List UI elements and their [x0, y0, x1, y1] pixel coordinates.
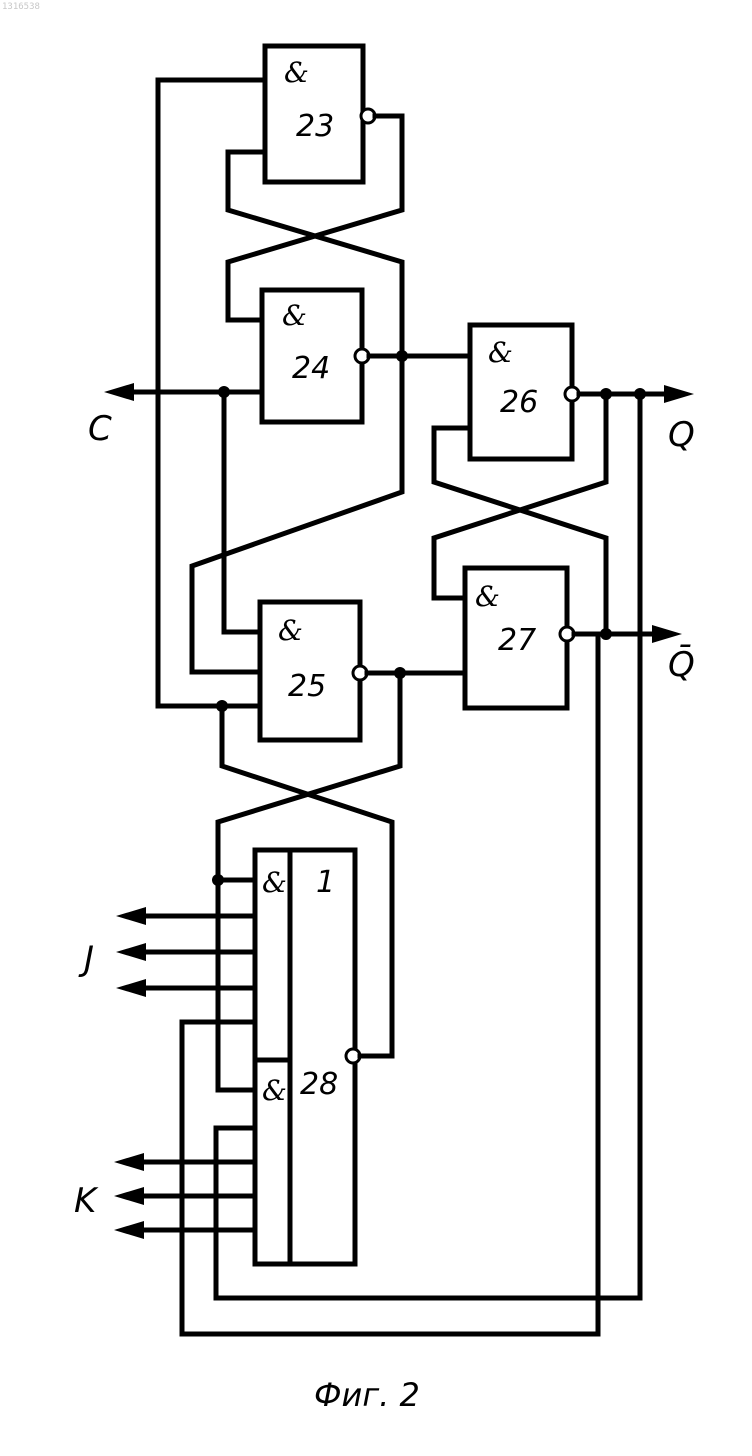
c-arrow — [104, 383, 134, 401]
gate-28-and-upper: & — [262, 866, 287, 899]
gate-25: & 25 — [260, 602, 367, 740]
gate-24-number: 24 — [292, 351, 330, 386]
arrowheads — [104, 383, 694, 1239]
q-bar-arrow — [652, 625, 682, 643]
gate-27: & 27 — [465, 568, 574, 708]
gate-23-symbol: & — [284, 56, 309, 89]
gate-28-and-lower: & — [262, 1074, 287, 1107]
gate-27-number: 27 — [498, 623, 536, 658]
gate-28: & & 1 28 — [255, 850, 360, 1264]
gate-24-symbol: & — [282, 299, 307, 332]
gate-24: & 24 — [262, 290, 369, 422]
gate-23: & 23 — [265, 46, 375, 182]
gate-26: & 26 — [470, 325, 579, 459]
gate-28-number: 28 — [300, 1067, 338, 1102]
gate-26-number: 26 — [500, 385, 538, 420]
q-arrow — [664, 385, 694, 403]
label-q-bar: Q̄ — [668, 644, 695, 685]
label-k: K — [74, 1181, 99, 1221]
wiring — [128, 80, 680, 1334]
gate-23-number: 23 — [296, 109, 334, 144]
label-q: Q — [668, 415, 695, 455]
gate-27-symbol: & — [475, 580, 500, 613]
corner-code: 1316538 — [2, 2, 40, 12]
figure-caption: Фиг. 2 — [314, 1376, 420, 1414]
gate-28-or-symbol: 1 — [316, 865, 335, 900]
gate-26-symbol: & — [488, 336, 513, 369]
label-j: J — [78, 939, 94, 979]
label-c: C — [88, 409, 112, 449]
gate-25-symbol: & — [278, 614, 303, 647]
gate-25-number: 25 — [288, 669, 326, 704]
